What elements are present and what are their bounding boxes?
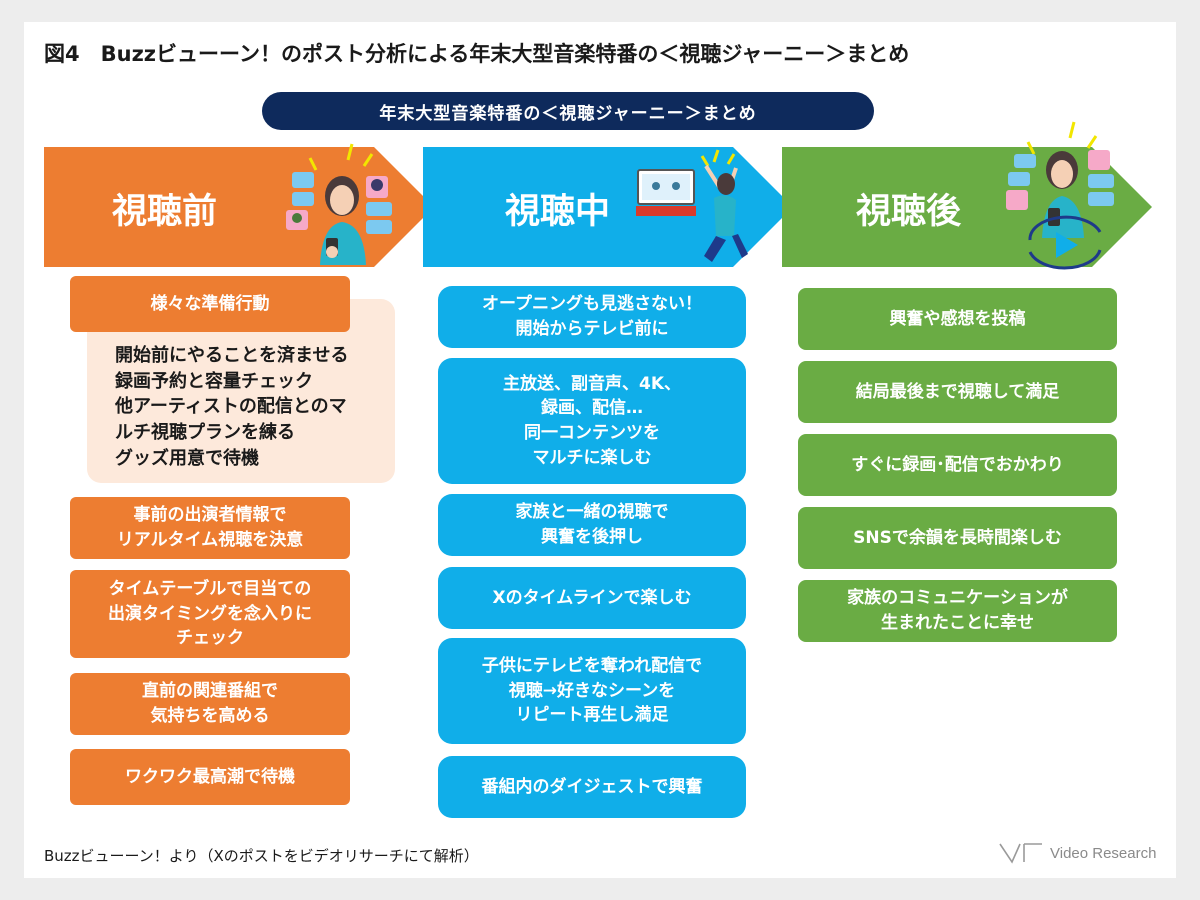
after-item-box: 結局最後まで視聴して満足	[798, 361, 1117, 423]
preparation-detail-list: 開始前にやることを済ませる 録画予約と容量チェック 他アーティストの配信とのマ …	[115, 343, 348, 472]
before-item-box: タイムテーブルで目当ての 出演タイミングを念入りに チェック	[70, 570, 350, 658]
phase-label-during: 視聴中	[505, 192, 611, 232]
before-item-box: 直前の関連番組で 気持ちを高める	[70, 673, 350, 735]
during-item-box: 番組内のダイジェストで興奮	[438, 756, 746, 818]
after-item-box: 興奮や感想を投稿	[798, 288, 1117, 350]
during-item-box: オープニングも見逃さない！ 開始からテレビ前に	[438, 286, 746, 348]
source-footnote: Buzzビューーン！より（Xのポストをビデオリサーチにて解析）	[44, 847, 479, 865]
after-item-box: 家族のコミュニケーションが 生まれたことに幸せ	[798, 580, 1117, 642]
phase-arrow-during: 視聴中	[423, 147, 793, 267]
woman-with-smartphone-replay-icon	[1006, 121, 1114, 270]
woman-with-smartphone-chat-icon	[286, 143, 392, 265]
journey-banner: 年末大型音楽特番の＜視聴ジャーニー＞まとめ	[262, 92, 874, 130]
before-item-box: 事前の出演者情報で リアルタイム視聴を決意	[70, 497, 350, 559]
after-item-box: SNSで余韻を長時間楽しむ	[798, 507, 1117, 569]
during-item-box: 子供にテレビを奪われ配信で 視聴→好きなシーンを リピート再生し満足	[438, 638, 746, 744]
during-item-box: 家族と一緒の視聴で 興奮を後押し	[438, 494, 746, 556]
detail-item: グッズ用意で待機	[115, 447, 259, 469]
video-research-logo: Video Research	[998, 838, 1156, 868]
detail-item: 録画予約と容量チェック	[115, 370, 313, 392]
logo-text: Video Research	[1050, 844, 1157, 862]
before-item-box: ワクワク最高潮で待機	[70, 749, 350, 805]
during-item-box: Xのタイムラインで楽しむ	[438, 567, 746, 629]
detail-item: 開始前にやることを済ませる	[115, 345, 349, 366]
phase-label-before: 視聴前	[112, 192, 218, 232]
detail-item: ルチ視聴プランを練る	[115, 422, 295, 444]
before-header-box: 様々な準備行動	[70, 276, 350, 332]
arrow-shape-during	[423, 147, 793, 267]
detail-item: 他アーティストの配信とのマ	[115, 396, 347, 418]
figure-title: 図4 Buzzビューーン！のポスト分析による年末大型音楽特番の＜視聴ジャーニー＞…	[44, 42, 910, 66]
phase-label-after: 視聴後	[856, 192, 962, 232]
during-item-box: 主放送、副音声、4K、 録画、配信… 同一コンテンツを マルチに楽しむ	[438, 358, 746, 484]
video-research-logo-mark-icon	[999, 843, 1042, 864]
tv-and-jumping-woman-icon	[636, 149, 748, 262]
after-item-box: すぐに録画･配信でおかわり	[798, 434, 1117, 496]
